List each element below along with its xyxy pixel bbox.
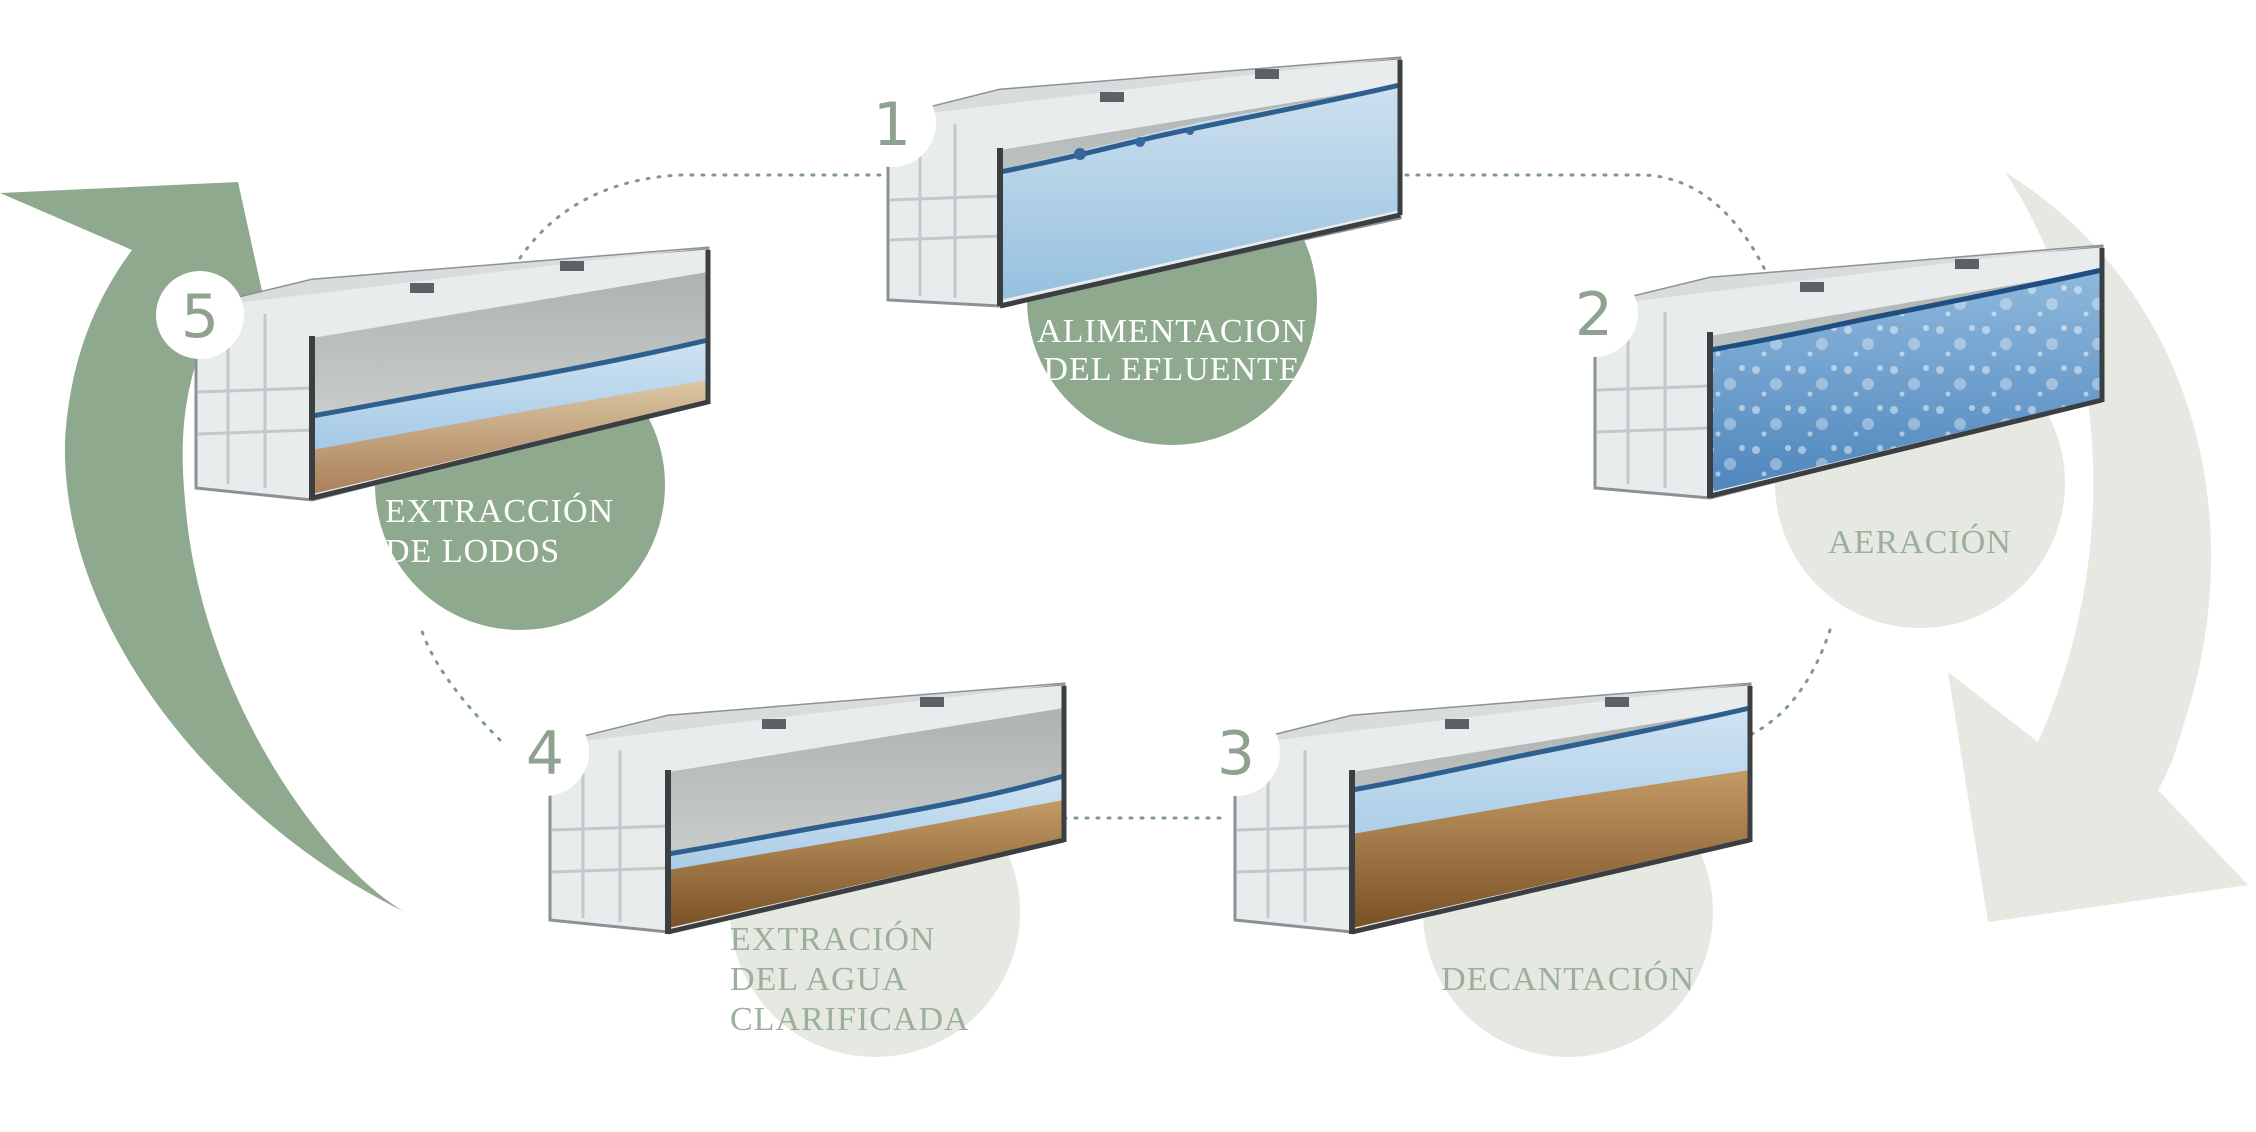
- step-4-label-line-2: DEL AGUA: [730, 961, 908, 998]
- step-2-number: 2: [1575, 280, 1613, 350]
- step-3: 3 DECANTACIÓN: [1192, 682, 1753, 1057]
- step-1-label-line-2: DEL EFLUENTE: [1043, 351, 1300, 388]
- step-3-number-badge: [1192, 708, 1280, 796]
- step-2: 2 AERACIÓN: [1550, 244, 2105, 628]
- step-1-label-line-1: ALIMENTACION: [1037, 313, 1307, 350]
- step-4-number-badge: [501, 708, 589, 796]
- step-5-label-line-1: EXTRACCIÓN: [385, 492, 614, 530]
- cycle-connector: [418, 173, 1832, 820]
- curved-arrow-down-icon: [1948, 172, 2248, 922]
- step-4-label-line-3: CLARIFICADA: [730, 1001, 970, 1038]
- step-4: 4 EXTRACIÓN DEL AGUA CLARIFICADA: [501, 682, 1067, 1057]
- step-1-number: 1: [873, 90, 911, 160]
- step-1: 1 ALIMENTACION DEL EFLUENTE: [848, 56, 1403, 445]
- step-5-label-line-2: DE LODOS: [385, 533, 560, 570]
- step-5-number: 5: [181, 282, 219, 352]
- step-1-number-badge: [848, 79, 936, 167]
- step-3-label-line-1: DECANTACIÓN: [1441, 960, 1695, 998]
- step-2-number-badge: [1550, 269, 1638, 357]
- step-4-label-line-1: EXTRACIÓN: [730, 920, 935, 958]
- step-3-number: 3: [1217, 719, 1255, 789]
- curved-arrow-up-icon: [0, 182, 405, 912]
- step-5-number-badge: [156, 271, 244, 359]
- step-4-number: 4: [526, 719, 564, 789]
- step-2-label-line-1: AERACIÓN: [1828, 523, 2012, 561]
- step-5: 5 EXTRACCIÓN DE LODOS: [156, 246, 711, 630]
